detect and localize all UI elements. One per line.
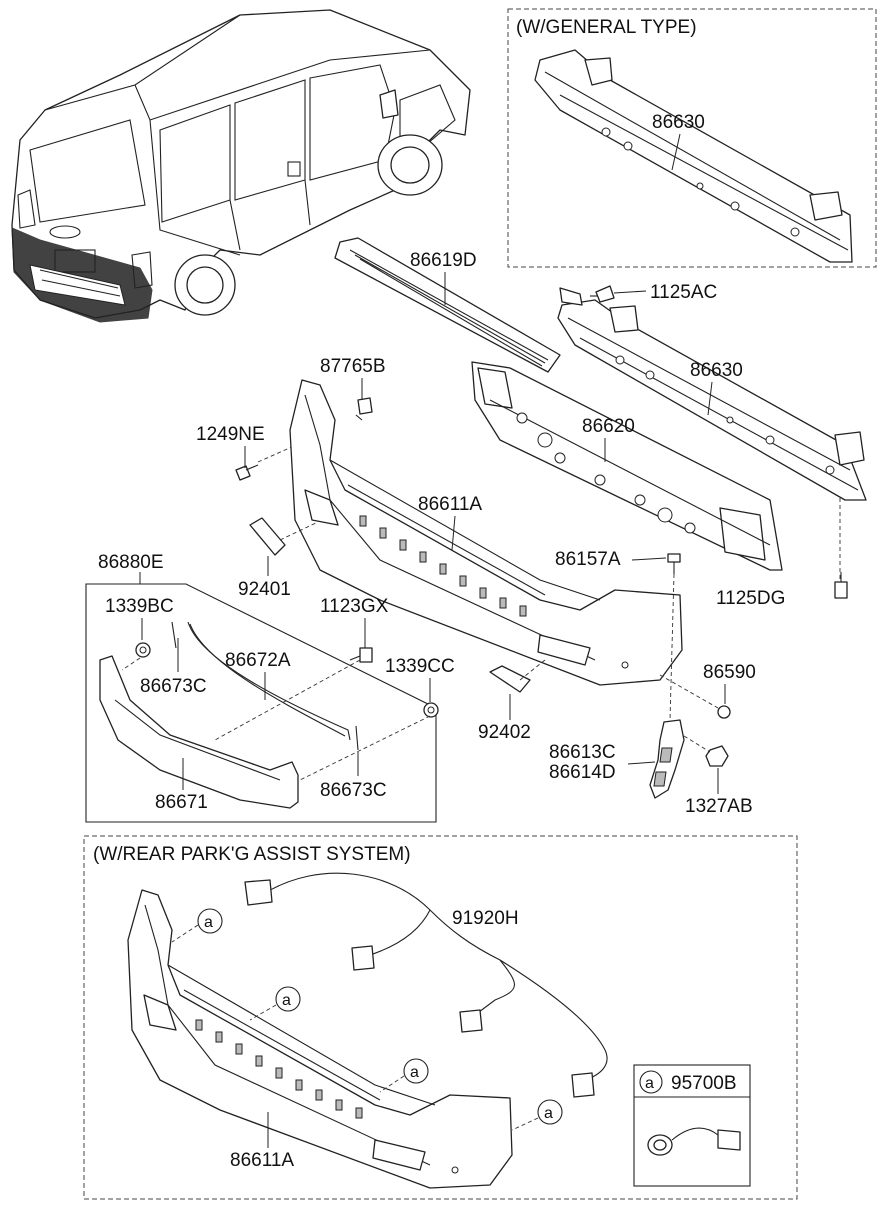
clip-87765B [355, 397, 373, 421]
bracket-86613C-86614D [649, 719, 685, 799]
label-86673C-right: 86673C [320, 780, 387, 801]
strip-86672A [187, 621, 351, 741]
callout-a-1: a [197, 908, 223, 934]
nut-1339BC [135, 642, 151, 658]
label-86620: 86620 [582, 416, 635, 437]
reinforcement-beam-86630 [557, 287, 867, 501]
bolt-1125AC [590, 285, 615, 303]
label-86590: 86590 [703, 662, 756, 683]
label-1125AC: 1125AC [650, 282, 717, 303]
label-86614D: 86614D [549, 762, 616, 783]
label-1339CC: 1339CC [385, 656, 455, 677]
subassembly-86880E-box [85, 583, 437, 823]
strip-86673C-left [171, 621, 177, 649]
reflector-92401 [249, 517, 286, 556]
label-1249NE: 1249NE [196, 424, 265, 445]
label-86611A: 86611A [418, 494, 482, 515]
parking-sensor-95700B [647, 1127, 741, 1156]
label-1339BC: 1339BC [105, 596, 174, 617]
label-1123GX: 1123GX [320, 596, 389, 617]
label-86630-general: 86630 [652, 112, 705, 133]
label-86672A: 86672A [225, 650, 291, 671]
label-86613C: 86613C [549, 742, 616, 763]
sensor-95700B-box [633, 1064, 751, 1187]
strip-86673C-right [355, 725, 359, 751]
label-95700B: 95700B [671, 1073, 737, 1094]
screw-1123GX [349, 647, 373, 663]
nut-1327AB [705, 745, 729, 767]
label-87765B: 87765B [320, 356, 386, 377]
label-86673C-left: 86673C [140, 676, 207, 697]
reflector-92402 [489, 665, 531, 693]
bumper-cover-86611A-parking [127, 889, 513, 1189]
label-86671: 86671 [155, 792, 208, 813]
parking-assist-title: (W/REAR PARK'G ASSIST SYSTEM) [93, 844, 411, 865]
clip-86590 [717, 705, 731, 719]
label-86611A-parking: 86611A [230, 1150, 294, 1171]
label-92401: 92401 [238, 579, 291, 600]
svg-text:a: a [410, 1064, 419, 1081]
label-86157A: 86157A [555, 549, 621, 570]
vehicle-illustration [11, 9, 471, 323]
label-86619D: 86619D [410, 250, 477, 271]
callout-a-2: a [275, 986, 301, 1012]
svg-text:a: a [282, 992, 291, 1009]
callout-a-3: a [403, 1058, 429, 1084]
garnish-86671 [99, 655, 299, 809]
label-91920H: 91920H [452, 908, 519, 929]
svg-text:a: a [544, 1105, 553, 1122]
label-1125DG: 1125DG [716, 588, 785, 609]
step-pad-86619D [334, 237, 561, 373]
label-1327AB: 1327AB [685, 796, 753, 817]
wiring-harness-91920H [244, 872, 608, 1098]
label-92402: 92402 [478, 722, 531, 743]
parking-assist-box [83, 835, 798, 1200]
svg-text:a: a [645, 1075, 654, 1092]
nut-1339CC [423, 702, 439, 718]
label-86880E: 86880E [98, 552, 164, 573]
callout-a-legend: a [639, 1070, 663, 1094]
svg-text:a: a [204, 914, 213, 931]
screw-1249NE [235, 464, 259, 481]
label-86630: 86630 [690, 360, 743, 381]
general-type-box [507, 8, 877, 268]
energy-absorber-86620 [471, 361, 783, 571]
callout-a-4: a [537, 1099, 563, 1125]
reinforcement-beam-top [534, 49, 853, 263]
clip-86157A [667, 553, 681, 574]
bumper-cover-86611A [289, 379, 683, 686]
general-type-title: (W/GENERAL TYPE) [516, 17, 697, 38]
bolt-1125DG [834, 572, 848, 599]
